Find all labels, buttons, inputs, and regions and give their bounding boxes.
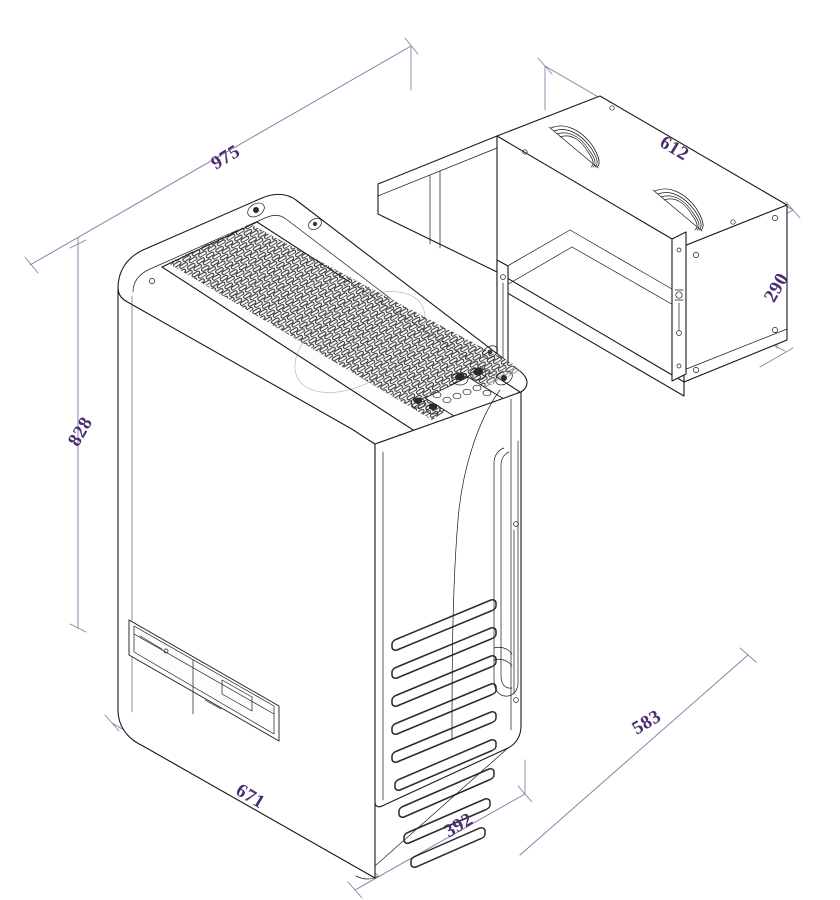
side-vent-slots <box>391 599 497 868</box>
evaporator-housing <box>496 95 788 383</box>
top-corner-fasteners <box>149 202 513 440</box>
side-handle-recess <box>493 440 519 697</box>
refrigerant-pipe <box>451 389 501 741</box>
condensing-unit-housing <box>117 193 528 880</box>
control-display-panel <box>128 619 280 742</box>
evaporator-fan-guards <box>548 125 704 232</box>
